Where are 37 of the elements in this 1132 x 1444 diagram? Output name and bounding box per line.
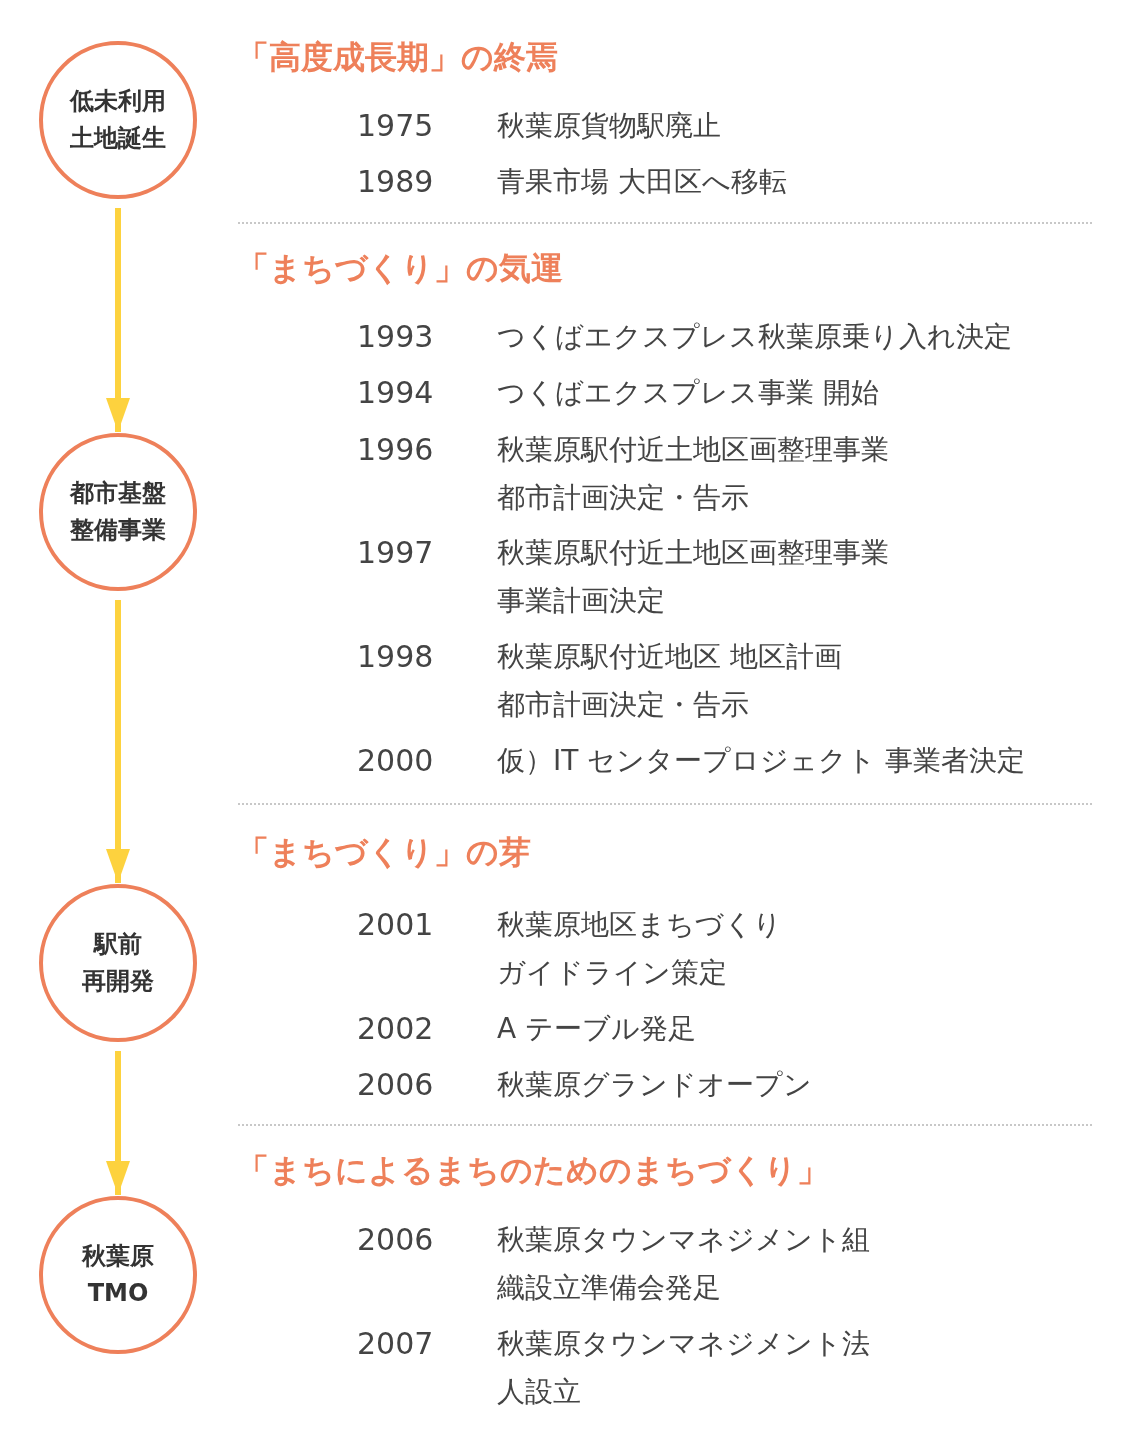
year-label: 2006	[357, 1221, 434, 1259]
year-label: 1994	[357, 374, 434, 412]
event-text: 青果市場 大田区へ移転	[497, 164, 787, 200]
year-label: 1993	[357, 318, 434, 356]
event-text: 秋葉原地区まちづくりガイドライン策定	[497, 907, 783, 991]
arrow	[106, 1051, 130, 1195]
year-label: 1975	[357, 107, 434, 145]
stage-circle: 秋葉原TMO	[39, 1196, 197, 1354]
section-heading: 「まちづくり」の芽	[237, 832, 531, 872]
event-text: 秋葉原タウンマネジメント組織設立準備会発足	[497, 1222, 871, 1306]
event-text: つくばエクスプレス秋葉原乗り入れ決定	[497, 319, 1012, 355]
event-text: 秋葉原タウンマネジメント法人設立	[497, 1326, 871, 1410]
arrow	[106, 600, 130, 883]
event-text: A テーブル発足	[497, 1011, 697, 1047]
event-text: 秋葉原駅付近土地区画整理事業事業計画決定	[497, 535, 890, 619]
year-label: 1998	[357, 638, 434, 676]
year-label: 2002	[357, 1010, 434, 1048]
stage-circle: 都市基盤整備事業	[39, 433, 197, 591]
stage-circle: 駅前再開発	[39, 884, 197, 1042]
event-text: 秋葉原駅付近土地区画整理事業都市計画決定・告示	[497, 432, 890, 516]
year-label: 2006	[357, 1066, 434, 1104]
event-text: つくばエクスプレス事業 開始	[497, 375, 879, 411]
section-heading: 「高度成長期」の終焉	[237, 37, 558, 77]
year-label: 1989	[357, 163, 434, 201]
event-text: 秋葉原駅付近地区 地区計画都市計画決定・告示	[497, 639, 843, 723]
year-label: 1996	[357, 431, 434, 469]
year-label: 2000	[357, 742, 434, 780]
year-label: 2001	[357, 906, 434, 944]
year-label: 2007	[357, 1325, 434, 1363]
arrow	[106, 208, 130, 432]
event-text: 秋葉原グランドオープン	[497, 1067, 812, 1103]
year-label: 1997	[357, 534, 434, 572]
section-heading: 「まちづくり」の気運	[237, 248, 563, 288]
stage-circle: 低未利用土地誕生	[39, 41, 197, 199]
event-text: 秋葉原貨物駅廃止	[497, 108, 721, 144]
event-text: 仮）IT センタープロジェクト 事業者決定	[497, 743, 1026, 779]
section-heading: 「まちによるまちのためのまちづくり」	[237, 1150, 829, 1190]
